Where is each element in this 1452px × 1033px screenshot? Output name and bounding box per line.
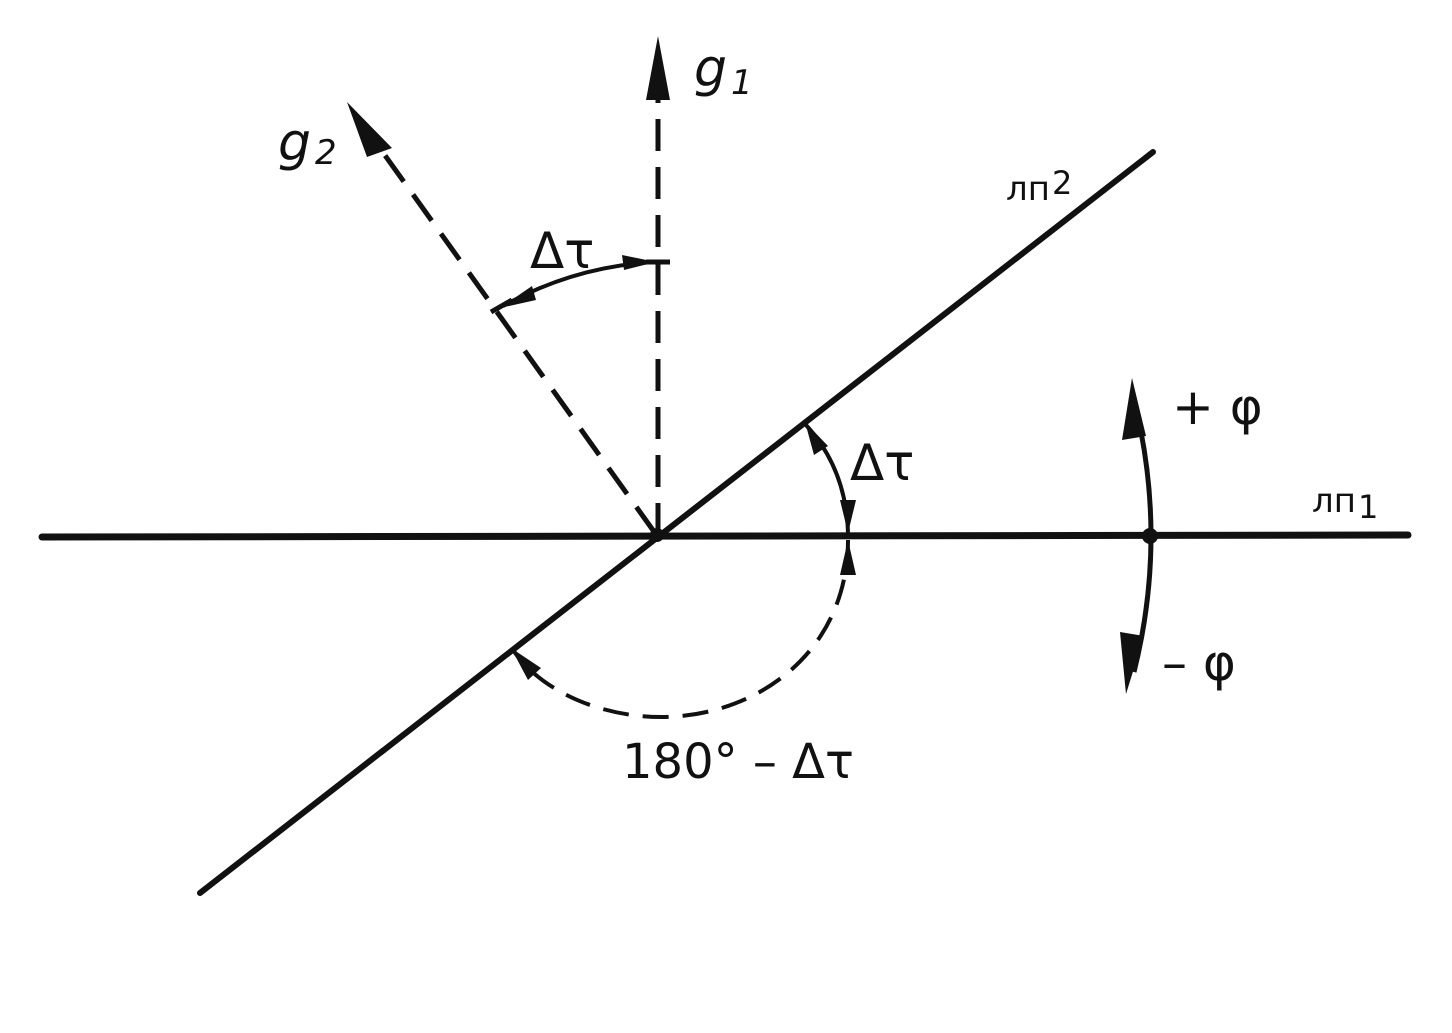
center-point bbox=[650, 528, 664, 542]
label-lp1: лп1 bbox=[1312, 481, 1378, 526]
label-delta-tau-right: Δτ bbox=[850, 434, 914, 492]
label-delta-tau-top: Δτ bbox=[530, 222, 594, 280]
arc-180-minus-delta-tau bbox=[511, 539, 850, 720]
arrowhead-arc-lower-left bbox=[511, 648, 541, 680]
arrowhead-arc-top-left bbox=[500, 286, 536, 308]
arrowhead-arc-top-right bbox=[622, 255, 656, 270]
label-plus-phi: + φ bbox=[1172, 378, 1263, 436]
axis-g2-dashed bbox=[371, 138, 658, 535]
label-lp2: лп2 bbox=[1006, 164, 1072, 209]
arrowhead-arc-right-bottom bbox=[840, 500, 856, 533]
arrowhead-arc-lower-top bbox=[840, 540, 856, 575]
label-minus-phi: – φ bbox=[1162, 634, 1236, 692]
label-180-minus-delta-tau: 180° – Δτ bbox=[622, 734, 854, 790]
arrowhead-g1 bbox=[646, 36, 670, 100]
line-lp1 bbox=[38, 531, 1412, 541]
arrowhead-plus-phi bbox=[1122, 378, 1146, 440]
arrowhead-minus-phi bbox=[1120, 632, 1144, 694]
line-lp2 bbox=[197, 149, 1156, 896]
arrowhead-arc-right-top bbox=[805, 422, 828, 455]
arrowhead-g2 bbox=[347, 102, 392, 157]
